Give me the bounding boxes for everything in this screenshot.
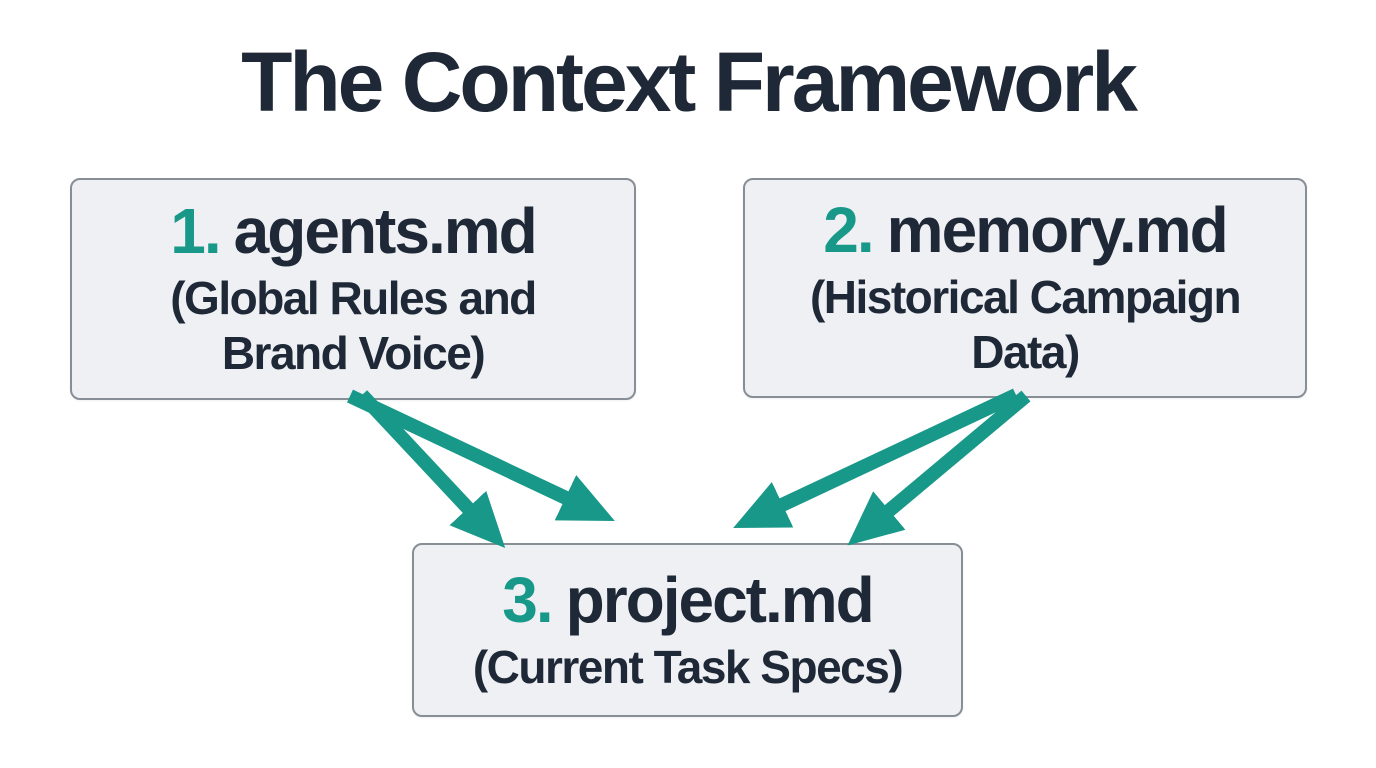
box-project-filename: project.md (565, 564, 875, 637)
page-title: The Context Framework (241, 35, 1138, 129)
subtitle-line: (Global Rules and (170, 272, 537, 325)
subtitle-line: Brand Voice) (221, 327, 486, 380)
box-memory-subtitle: (Historical Campaign Data) (809, 270, 1242, 380)
box-memory-number: 2. (823, 194, 874, 267)
subtitle-line: Data) (971, 326, 1080, 379)
subtitle-line: (Current Task Specs) (472, 640, 904, 693)
arrow-agents-to-project-inner (356, 390, 506, 548)
box-project-subtitle: (Current Task Specs) (472, 640, 904, 695)
box-memory-filename: memory.md (886, 194, 1229, 267)
box-memory-md: 2.memory.md (Historical Campaign Data) (743, 178, 1307, 398)
arrow-memory-to-project-inner (847, 390, 1031, 546)
box-project-md: 3.project.md (Current Task Specs) (412, 543, 963, 717)
box-agents-filename: agents.md (233, 195, 538, 268)
arrow-memory-to-project-outer (733, 388, 1019, 528)
box-agents-md: 1.agents.md (Global Rules and Brand Voic… (70, 178, 636, 400)
box-agents-title: 1.agents.md (170, 195, 538, 268)
arrow-agents-to-project-outer (347, 389, 615, 521)
box-agents-number: 1. (170, 195, 221, 268)
box-agents-subtitle: (Global Rules and Brand Voice) (170, 271, 537, 381)
box-project-number: 3. (502, 564, 553, 637)
box-project-title: 3.project.md (502, 564, 875, 637)
subtitle-line: (Historical Campaign (809, 271, 1242, 324)
box-memory-title: 2.memory.md (823, 194, 1229, 267)
